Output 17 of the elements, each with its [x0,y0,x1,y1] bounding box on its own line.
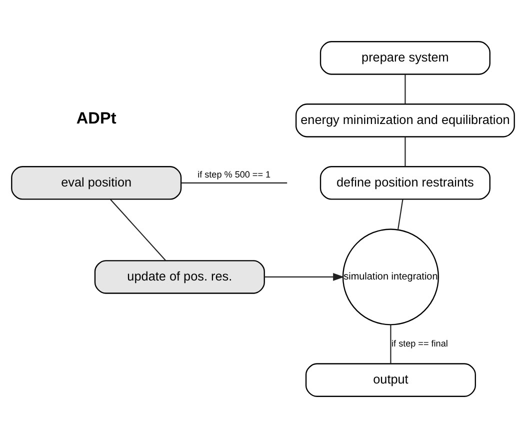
edge-label: if step == final [392,338,448,348]
arrow [264,272,344,280]
edge-label: if step % 500 == 1 [198,168,271,179]
node-box: eval position [11,166,182,200]
node-circle: simulation integration [342,228,439,325]
label: ADPt [76,109,116,128]
connector [181,182,288,183]
node-box: prepare system [320,40,490,74]
connector [404,136,406,166]
node-box: define position restraints [320,166,490,200]
connector [398,198,404,229]
connector [404,74,406,104]
node-box: energy minimization and equilibration [295,103,515,137]
connector [110,198,166,260]
connector [390,324,392,364]
node-box: output [305,362,476,396]
node-box: update of pos. res. [94,260,265,294]
